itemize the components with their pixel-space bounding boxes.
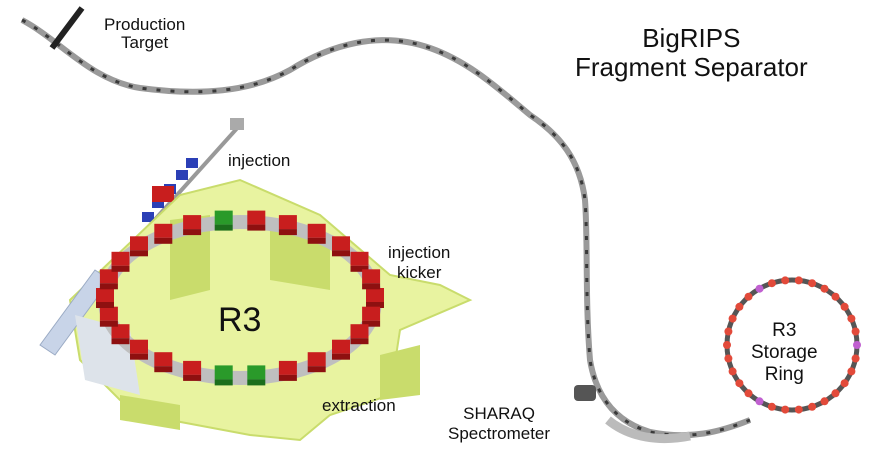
storage-ring-element — [735, 302, 744, 311]
bigrips-label: BigRIPS Fragment Separator — [575, 23, 808, 83]
ring-magnet — [96, 288, 114, 308]
extraction-label: extraction — [322, 396, 396, 415]
ring-magnet — [111, 251, 130, 272]
ring-magnet — [366, 288, 384, 308]
storage-ring-element — [755, 284, 764, 293]
ring-magnet — [99, 269, 118, 290]
storage-ring-element — [840, 302, 849, 311]
storage-ring-element — [851, 354, 860, 363]
ring-magnet — [350, 251, 369, 272]
storage-ring-element — [840, 379, 849, 388]
ring-magnet — [332, 236, 350, 257]
injection-quad — [176, 170, 188, 180]
ring-magnet — [247, 210, 266, 231]
ring-magnet — [183, 215, 202, 236]
ring-magnet — [332, 339, 350, 360]
storage-ring-element — [781, 276, 790, 285]
storage-ring-element — [794, 405, 803, 414]
storage-ring-element — [820, 284, 829, 293]
bigrips-beamline — [20, 6, 752, 444]
sharaq-dipole — [574, 385, 596, 401]
ring-magnet — [362, 306, 381, 327]
ring-magnet — [99, 306, 118, 327]
storage-ring-element — [744, 389, 753, 398]
storage-ring-element — [767, 279, 776, 288]
storage-ring-element — [728, 367, 737, 376]
storage-ring-element — [744, 292, 753, 301]
beamline-elements — [21, 18, 751, 437]
storage-ring-element — [808, 402, 817, 411]
storage-ring-label: R3 Storage Ring — [751, 320, 818, 385]
ring-magnet — [130, 236, 148, 257]
storage-ring-element — [831, 389, 840, 398]
ring-magnet — [154, 352, 173, 373]
storage-ring-element — [847, 314, 856, 323]
injection-end-block — [230, 118, 244, 130]
storage-ring-element — [808, 279, 817, 288]
r3-label: R3 — [218, 301, 262, 339]
sharaq-label: SHARAQ Spectrometer — [448, 404, 551, 444]
storage-ring-element — [794, 276, 803, 285]
ring-magnet — [111, 324, 130, 345]
storage-ring-element — [781, 405, 790, 414]
storage-ring-element — [723, 341, 731, 349]
ring-quadrupole — [214, 365, 233, 386]
production-target-label: Production Target — [104, 15, 186, 52]
storage-ring-element — [767, 402, 776, 411]
injection-label: injection — [228, 151, 291, 170]
injection-quad — [186, 158, 198, 168]
ring-magnet — [307, 223, 326, 244]
storage-ring-element — [831, 292, 840, 301]
storage-ring-element — [820, 397, 829, 406]
ring-magnet — [307, 352, 326, 373]
storage-ring-element — [851, 327, 860, 336]
storage-ring-element — [847, 367, 856, 376]
storage-ring-element — [755, 397, 764, 406]
ring-magnet — [278, 360, 297, 381]
production-target-block — [49, 6, 85, 50]
ring-magnet — [183, 360, 202, 381]
r3-platform — [39, 178, 473, 442]
r3-storage-ring-small — [723, 276, 861, 414]
ring-quadrupole — [214, 210, 233, 231]
ring-magnet — [154, 223, 173, 244]
storage-ring-element — [735, 379, 744, 388]
r3-ring — [96, 210, 384, 386]
injection-quad — [142, 212, 154, 222]
ring-magnet — [350, 324, 369, 345]
injection-kicker-label: injection kicker — [388, 243, 451, 283]
injection-quad — [152, 198, 164, 208]
sharaq-arc — [605, 416, 691, 444]
storage-ring-element — [724, 327, 733, 336]
ring-magnet — [130, 339, 148, 360]
storage-ring-element — [853, 341, 861, 349]
ring-magnet — [362, 269, 381, 290]
platform-pillar — [380, 345, 420, 400]
storage-ring-element — [724, 354, 733, 363]
injection-dipole — [152, 186, 174, 202]
ring-quadrupole — [247, 365, 266, 386]
ring-magnet — [278, 215, 297, 236]
platform-pillar — [120, 395, 180, 430]
storage-ring-element — [728, 314, 737, 323]
